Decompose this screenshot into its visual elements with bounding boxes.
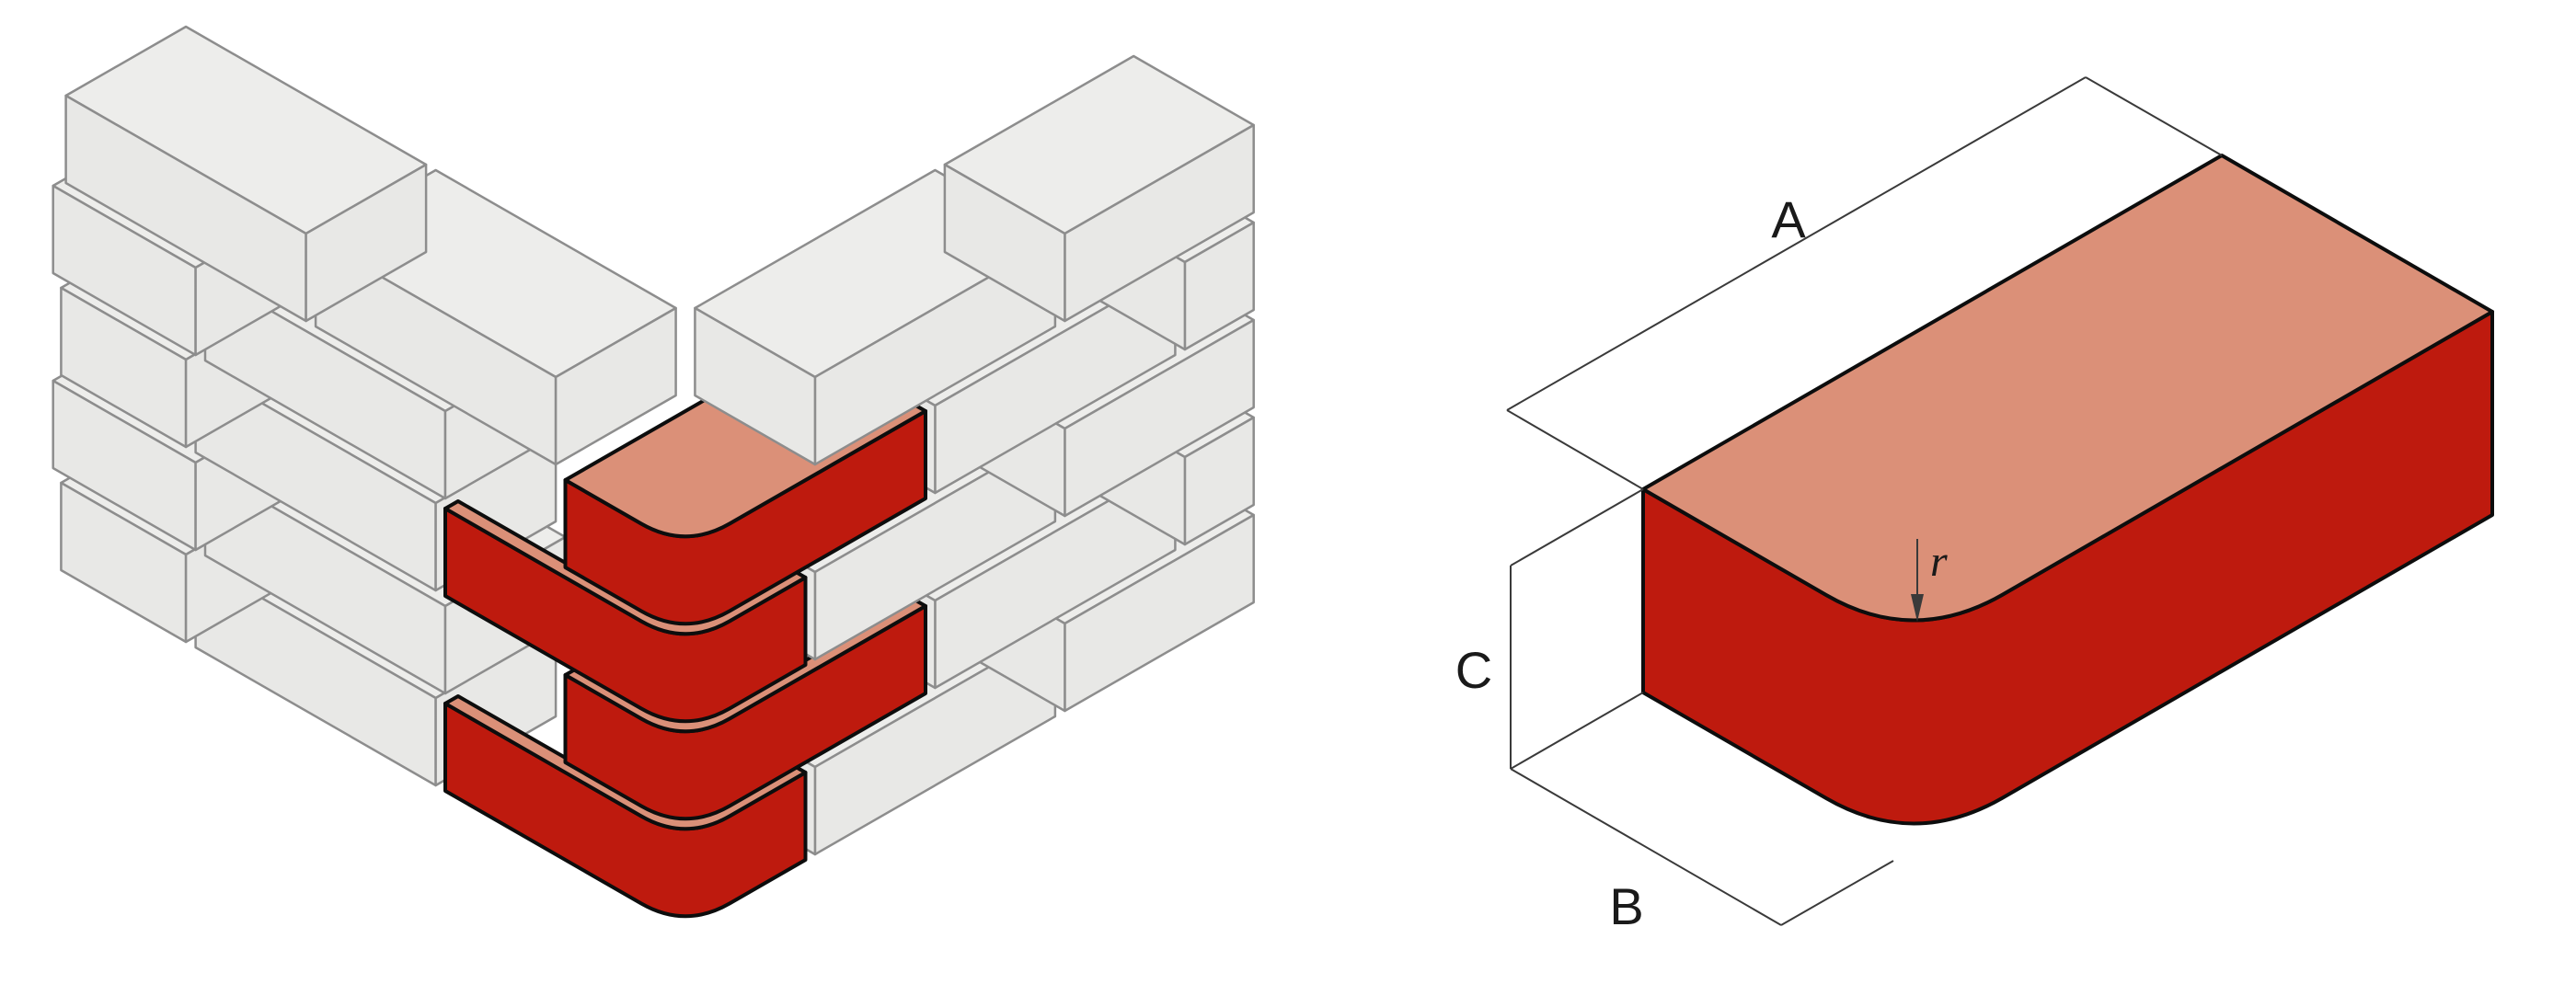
dimension-C: C	[1455, 488, 1644, 770]
dimension-C-lines	[1510, 488, 1644, 770]
dimension-B-lines	[1510, 768, 1894, 926]
radius-brick-detail: A C B r	[1455, 76, 2494, 935]
wall-corner-illustration	[52, 25, 1255, 919]
gray-brick-end-face	[943, 163, 1066, 323]
dimension-B: B	[1510, 768, 1894, 935]
dimension-label-r: r	[1930, 537, 1948, 586]
dimension-A-lines	[1506, 76, 2223, 490]
dimension-A: A	[1506, 76, 2223, 490]
wall-course-1	[64, 25, 1255, 466]
dimension-label-C: C	[1455, 641, 1492, 699]
dimension-r: r	[1911, 537, 1948, 622]
gray-brick-end-face	[554, 306, 677, 466]
dimension-label-B: B	[1609, 877, 1643, 935]
brick-top-face	[1641, 154, 2494, 623]
gray-brick-end-face	[694, 306, 817, 466]
gray-brick-end-face	[305, 163, 428, 323]
dimension-label-A: A	[1771, 190, 1806, 248]
radius-arrow-head	[1911, 594, 1924, 622]
